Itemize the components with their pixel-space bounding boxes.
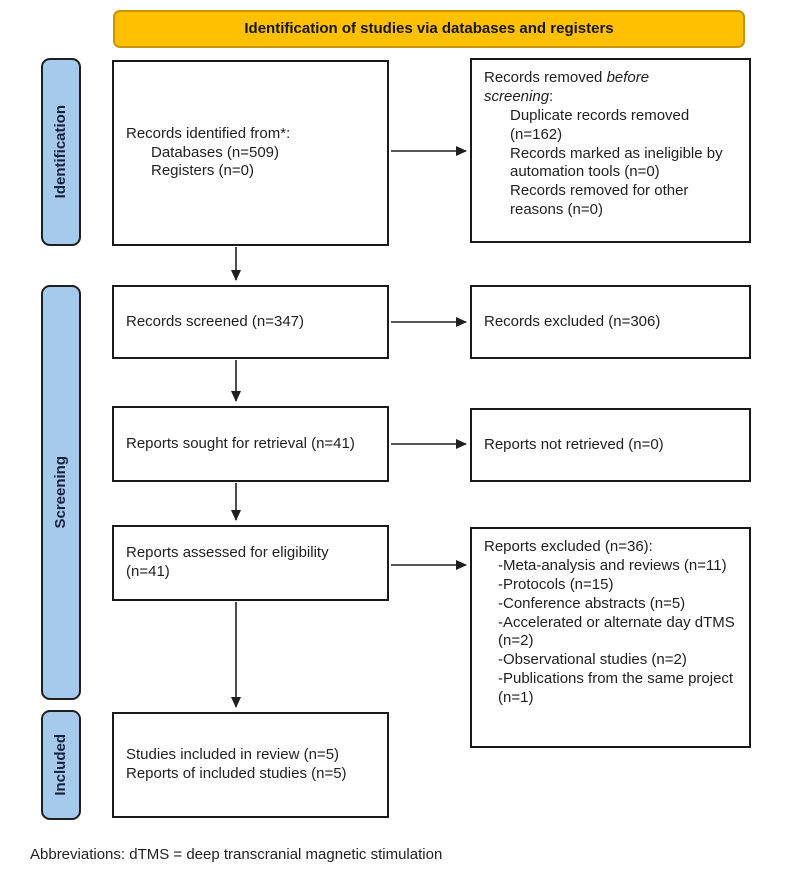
reports-excluded-item: -Accelerated or alternate day dTMS (n=2) xyxy=(498,613,735,650)
box-reports-assessed: Reports assessed for eligibility (n=41) xyxy=(112,525,389,601)
reports-excluded-heading: Reports excluded (n=36): xyxy=(484,538,653,555)
stage-label-included: Included xyxy=(51,734,69,796)
records-removed-item: Records removed for other reasons (n=0) xyxy=(510,182,689,219)
studies-included-line: Reports of included studies (n=5) xyxy=(126,765,347,782)
stage-bar-included: Included xyxy=(41,710,81,820)
stage-bar-identification: Identification xyxy=(41,58,81,246)
records-removed-heading-post: : xyxy=(549,87,554,105)
records-removed-heading-pre: Records removed xyxy=(484,69,607,86)
reports-excluded-item: -Protocols (n=15) xyxy=(498,575,614,593)
box-reports-not-retrieved: Reports not retrieved (n=0) xyxy=(470,408,751,482)
banner-title: Identification of studies via databases … xyxy=(244,19,614,37)
records-removed-heading: Records removed before screening: xyxy=(484,69,684,107)
studies-included-line: Studies included in review (n=5) xyxy=(126,746,340,764)
reports-excluded-item: -Conference abstracts (n=5) xyxy=(498,594,686,612)
stage-label-identification: Identification xyxy=(51,105,69,199)
reports-excluded-item: -Meta-analysis and reviews (n=11) xyxy=(498,556,727,574)
records-identified-heading: Records identified from*: xyxy=(126,124,291,142)
records-removed-heading-italic: before screening xyxy=(484,69,650,105)
reports-assessed-text: Reports assessed for eligibility (n=41) xyxy=(126,544,329,580)
stage-label-screening: Screening xyxy=(51,456,69,529)
records-removed-item: Duplicate records removed (n=162) xyxy=(510,106,690,143)
banner-identification-via-databases: Identification of studies via databases … xyxy=(113,10,745,48)
reports-excluded-item: -Observational studies (n=2) xyxy=(498,651,687,669)
box-records-removed-before-screening: Records removed before screening: Duplic… xyxy=(470,58,751,243)
reports-sought-text: Reports sought for retrieval (n=41) xyxy=(126,434,355,452)
box-reports-excluded: Reports excluded (n=36): -Meta-analysis … xyxy=(470,527,751,748)
box-reports-sought: Reports sought for retrieval (n=41) xyxy=(112,406,389,482)
box-records-screened: Records screened (n=347) xyxy=(112,285,389,359)
records-screened-text: Records screened (n=347) xyxy=(126,312,305,330)
box-studies-included: Studies included in review (n=5) Reports… xyxy=(112,712,389,818)
box-records-identified: Records identified from*: Databases (n=5… xyxy=(112,60,389,246)
reports-not-retrieved-text: Reports not retrieved (n=0) xyxy=(484,435,664,453)
records-removed-item: Records marked as ineligible by automati… xyxy=(510,144,723,181)
stage-bar-screening: Screening xyxy=(41,285,81,700)
box-records-excluded: Records excluded (n=306) xyxy=(470,285,751,359)
records-identified-item: Databases (n=509) xyxy=(151,143,279,161)
records-excluded-text: Records excluded (n=306) xyxy=(484,312,661,330)
records-identified-item: Registers (n=0) xyxy=(151,162,254,180)
abbreviations-note: Abbreviations: dTMS = deep transcranial … xyxy=(30,846,443,863)
reports-excluded-item: -Publications from the same project (n=1… xyxy=(498,670,734,707)
